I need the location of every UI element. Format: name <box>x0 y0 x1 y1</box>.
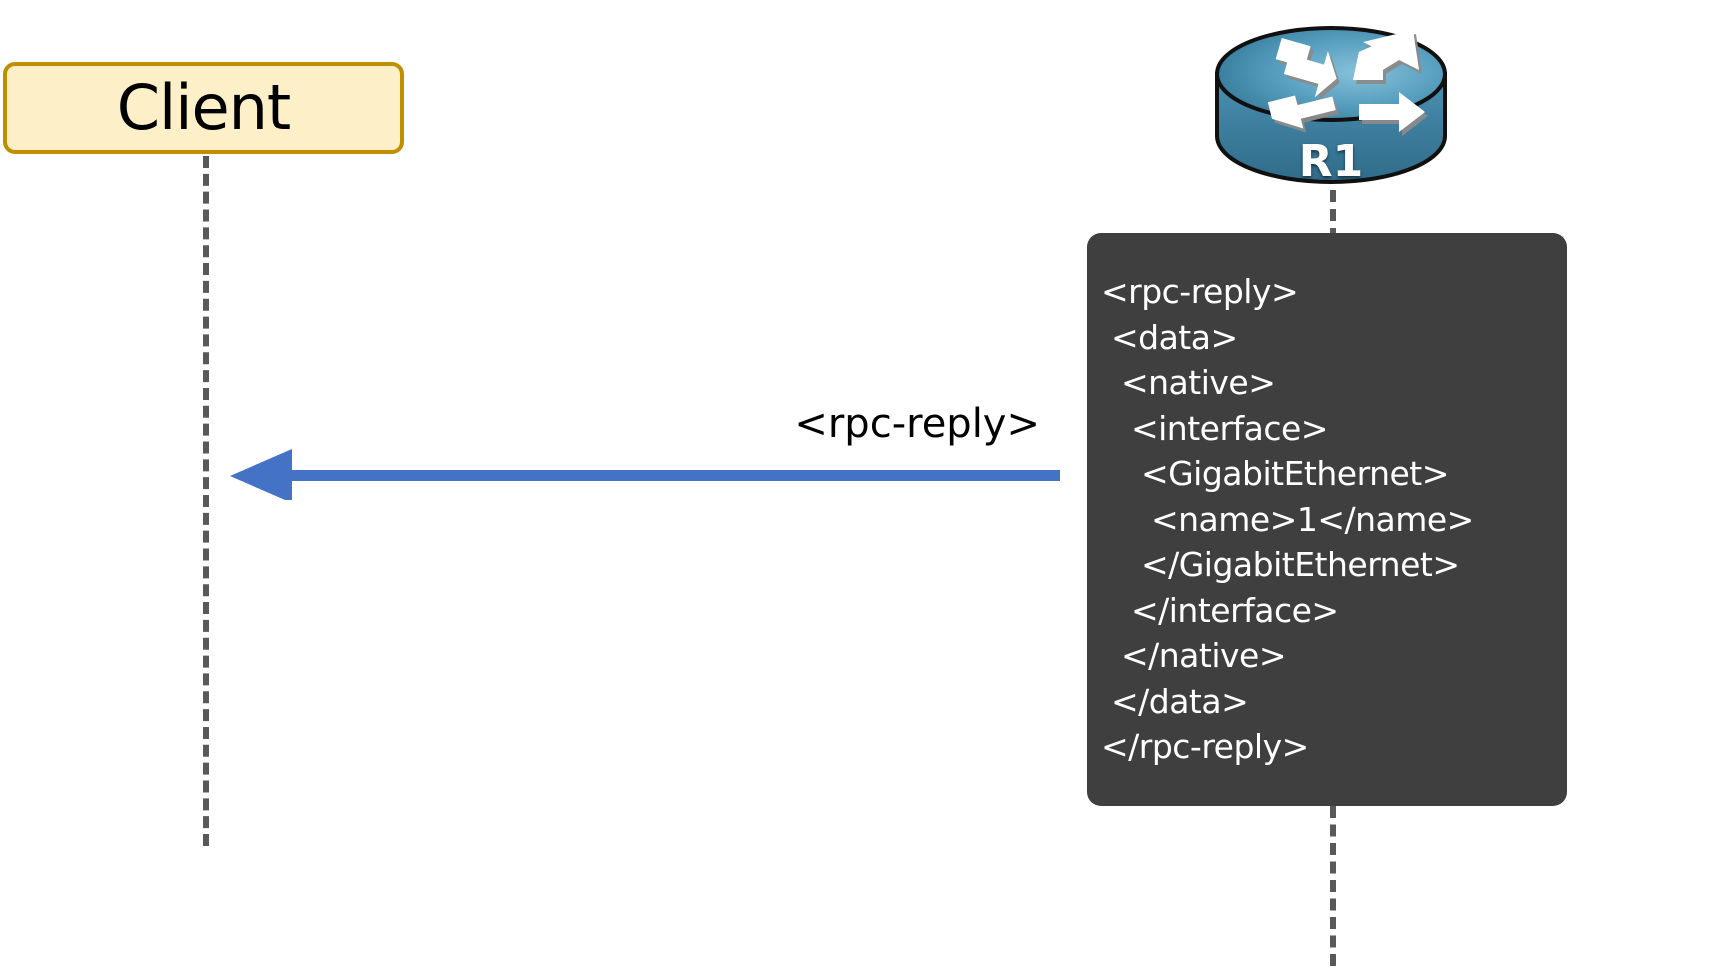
rpc-reply-payload-block: <rpc-reply> <data> <native> <interface> … <box>1087 233 1567 806</box>
router-icon[interactable] <box>1213 8 1449 196</box>
router-lifeline-top <box>1330 190 1336 240</box>
client-lifeline <box>203 156 209 846</box>
message-arrow <box>230 440 1060 500</box>
router-lifeline-bottom <box>1330 806 1336 966</box>
actor-client-box[interactable]: Client <box>3 62 404 154</box>
rpc-reply-payload-text: <rpc-reply> <data> <native> <interface> … <box>1101 272 1474 766</box>
actor-client-label: Client <box>116 71 291 144</box>
message-label: <rpc-reply> <box>794 401 1040 447</box>
